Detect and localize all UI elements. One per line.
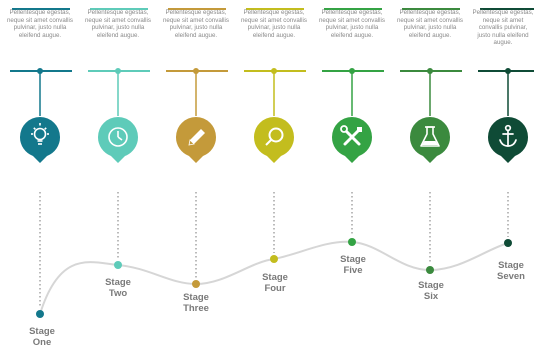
stage-3-label-line2: Three [183, 302, 209, 314]
stage-6-group [400, 8, 462, 274]
stage-2-description: Pellentesque egestas, neque sit amet con… [84, 9, 152, 39]
stage-6-label-line1: Stage [418, 280, 444, 291]
stage-1-description: Pellentesque egestas, neque sit amet con… [6, 9, 74, 39]
stage-5-label-line2: Five [343, 264, 363, 276]
clock-icon [108, 127, 128, 147]
stage-3-label: Stage Three [161, 292, 231, 314]
stage-7-group [478, 8, 534, 247]
pencil-icon [188, 129, 205, 146]
stage-7-label-line1: Stage [498, 260, 524, 271]
stage-point [348, 238, 356, 246]
stage-7-description: Pellentesque egestas, neque sit amet con… [472, 9, 534, 47]
stage-7-label: Stage Seven [476, 260, 534, 282]
connector-dot [349, 68, 355, 74]
stage-5-label: Stage Five [318, 254, 388, 276]
stage-5-group [322, 8, 384, 246]
stage-marker [253, 117, 295, 163]
stage-5-label-line1: Stage [340, 254, 366, 265]
connector-dot [505, 68, 511, 74]
stage-1-label-line1: Stage [29, 326, 55, 337]
connector-dot [427, 68, 433, 74]
stage-2-label-line2: Two [108, 287, 128, 299]
stage-4-group [244, 8, 306, 263]
stage-4-label: Stage Four [240, 272, 310, 294]
connector-dot [37, 68, 43, 74]
stage-6-label-line2: Six [423, 290, 439, 302]
stage-1-label-line2: One [32, 336, 52, 348]
stage-point [270, 255, 278, 263]
stage-point [426, 266, 434, 274]
stage-4-description: Pellentesque egestas, neque sit amet con… [240, 9, 308, 39]
tools-icon [340, 125, 362, 146]
stage-7-label-line2: Seven [497, 270, 525, 282]
anchor-icon [499, 124, 517, 147]
stage-6-label: Stage Six [396, 280, 466, 302]
stage-6-description: Pellentesque egestas, neque sit amet con… [396, 9, 464, 39]
stage-3-description: Pellentesque egestas, neque sit amet con… [162, 9, 230, 39]
stage-4-label-line1: Stage [262, 272, 288, 283]
connector-dot [115, 68, 121, 74]
stage-marker [97, 117, 139, 163]
connector-dot [193, 68, 199, 74]
stage-3-group [166, 8, 228, 288]
lightbulb-icon [31, 123, 49, 145]
stage-5-description: Pellentesque egestas, neque sit amet con… [318, 9, 386, 39]
stage-2-group [88, 8, 150, 269]
stage-point [504, 239, 512, 247]
stage-2-label: Stage Two [83, 277, 153, 299]
stage-point [114, 261, 122, 269]
stage-point [192, 280, 200, 288]
connector-dot [271, 68, 277, 74]
stage-3-label-line1: Stage [183, 292, 209, 303]
flask-icon [420, 126, 440, 147]
stage-1-label: Stage One [7, 326, 77, 348]
stage-1-group [10, 8, 72, 318]
stage-marker [409, 117, 451, 163]
magnifier-icon [265, 127, 284, 146]
stage-point [36, 310, 44, 318]
stage-marker [331, 117, 373, 163]
stage-4-label-line2: Four [264, 282, 286, 294]
stage-2-label-line1: Stage [105, 277, 131, 288]
